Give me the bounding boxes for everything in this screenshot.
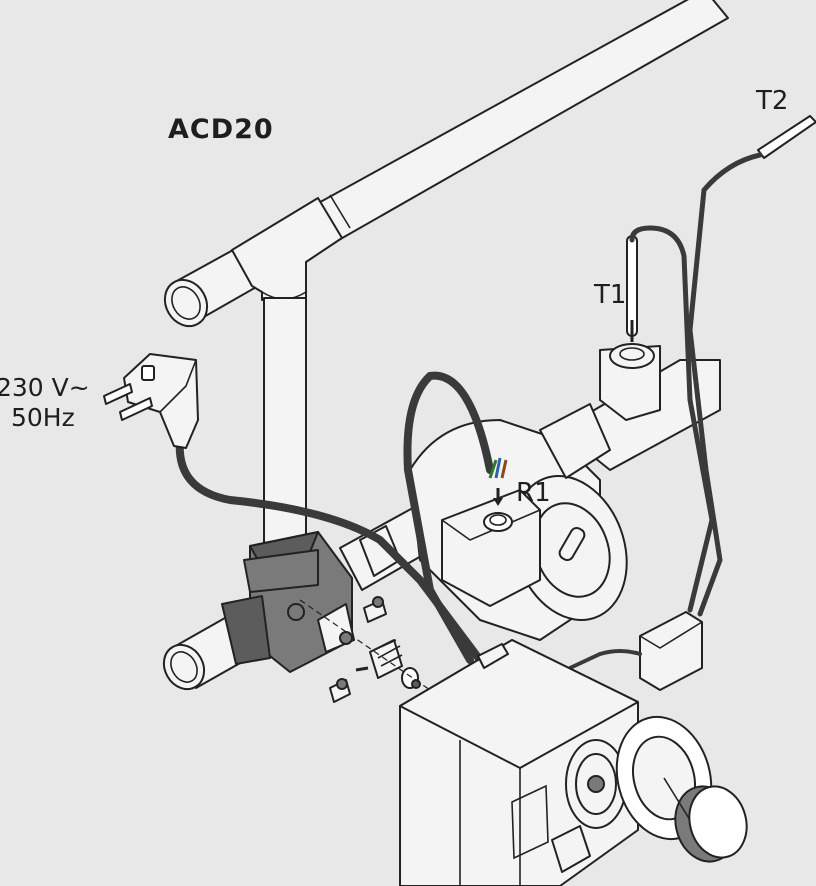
diagram-title: ACD20 xyxy=(168,114,274,145)
label-r1: R1 xyxy=(516,478,551,508)
pump-outlet-pipe xyxy=(539,343,721,479)
label-t1: T1 xyxy=(594,280,627,310)
circulator-pump xyxy=(409,419,628,641)
adapter-parts xyxy=(299,596,431,703)
controller-unit xyxy=(399,639,639,886)
control-knob xyxy=(615,715,748,863)
upper-pipe xyxy=(163,0,729,328)
mains-plug xyxy=(103,353,199,449)
vertical-pipe xyxy=(263,297,307,559)
frequency-label: 50Hz xyxy=(10,403,75,432)
power-supply-label: 230 V~ 50Hz xyxy=(0,373,90,433)
junction-box xyxy=(568,611,703,691)
sensor-t2 xyxy=(687,115,816,617)
label-t2: T2 xyxy=(756,86,789,116)
power-cable xyxy=(175,436,484,664)
sensor-t1 xyxy=(626,225,715,613)
mixing-valve xyxy=(221,531,355,673)
pump-cable xyxy=(403,371,508,664)
voltage-label: 230 V~ xyxy=(0,373,90,402)
